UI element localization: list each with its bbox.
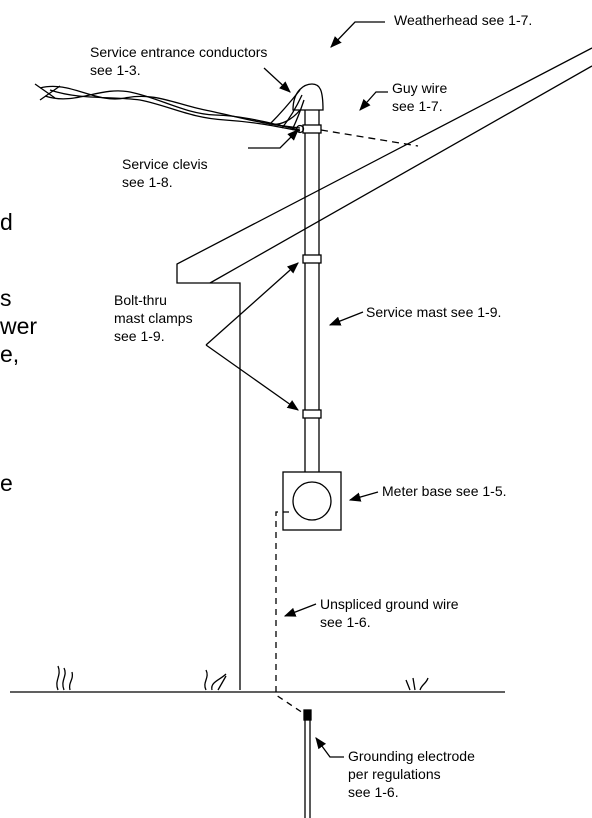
meter <box>292 481 332 521</box>
label-service-entrance-see: see 1-3. <box>90 62 141 78</box>
text-fragment-4: e, <box>0 341 20 367</box>
service-entrance-conductors <box>268 89 305 131</box>
ground-wire <box>275 511 307 716</box>
label-per-regulations: per regulations <box>348 766 441 782</box>
grounding-electrode <box>303 709 312 818</box>
label-service-mast: Service mast see 1-9. <box>366 304 502 320</box>
service-clevis <box>302 124 322 134</box>
text-fragment-2: s <box>0 285 12 311</box>
roof <box>176 47 592 690</box>
mast-clamp-upper <box>302 254 322 264</box>
label-service-clevis: Service clevis <box>122 156 208 172</box>
text-fragment-1: d <box>0 209 13 235</box>
label-service-entrance-conductors: Service entrance conductors <box>90 44 268 60</box>
label-ground-wire: Unspliced ground wire <box>320 596 459 612</box>
label-guy-wire: Guy wire <box>392 80 448 96</box>
label-meter-base: Meter base see 1-5. <box>382 483 507 499</box>
label-mast-clamps: mast clamps <box>114 310 193 326</box>
leader-lines <box>205 21 388 758</box>
weatherhead <box>292 83 324 111</box>
mast-clamp-lower <box>302 409 322 419</box>
guy-wire <box>320 129 419 147</box>
label-bolt-thru: Bolt-thru <box>114 292 167 308</box>
label-mast-clamps-see: see 1-9. <box>114 328 165 344</box>
label-ground-wire-see: see 1-6. <box>320 614 371 630</box>
service-drop-conductors <box>34 83 301 132</box>
label-grounding-electrode-see: see 1-6. <box>348 784 399 800</box>
label-guy-wire-see: see 1-7. <box>392 98 443 114</box>
grass-tufts <box>56 665 429 691</box>
text-fragment-3: wer <box>0 313 38 339</box>
text-fragment-5: e <box>0 470 13 496</box>
label-grounding-electrode: Grounding electrode <box>348 748 475 764</box>
label-service-clevis-see: see 1-8. <box>122 174 173 190</box>
label-weatherhead: Weatherhead see 1-7. <box>394 12 533 28</box>
